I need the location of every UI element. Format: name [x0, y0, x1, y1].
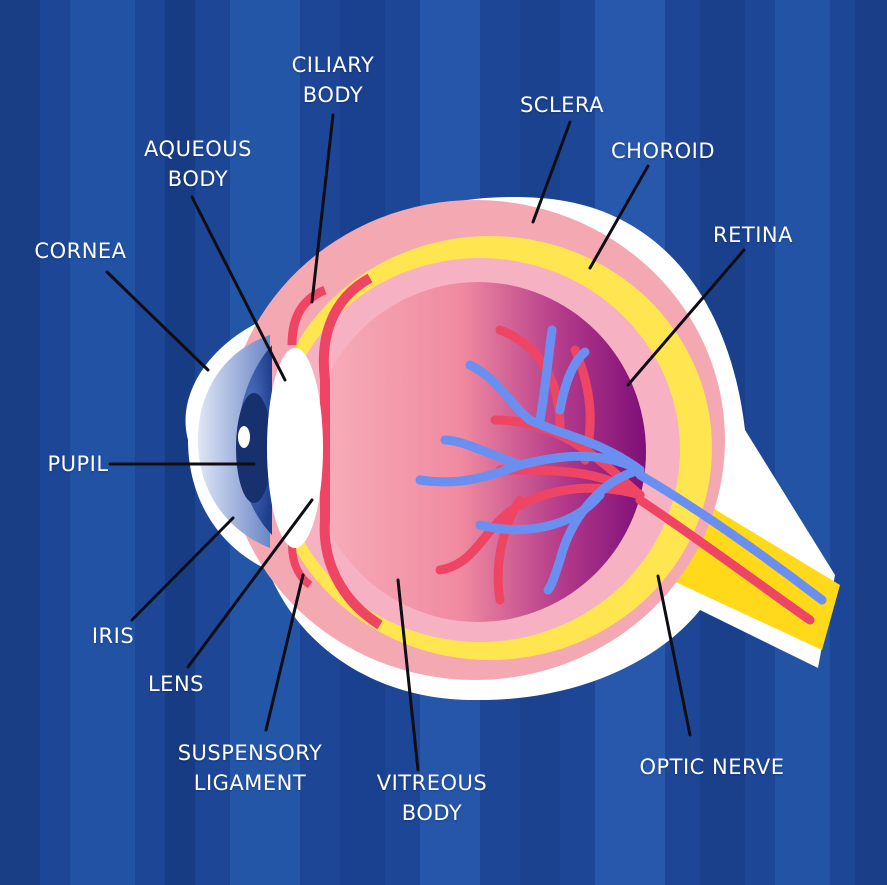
- lens: [267, 348, 323, 548]
- label-pupil: PUPIL: [47, 452, 109, 476]
- label-suspensory-ligament: SUSPENSORY LIGAMENT: [177, 741, 323, 795]
- label-choroid: CHOROID: [611, 139, 715, 163]
- ciliary-ring: [318, 273, 383, 630]
- retinal-vessels-blue: [415, 325, 827, 605]
- label-sclera: SCLERA: [519, 93, 605, 117]
- label-lens: LENS: [147, 672, 204, 696]
- label-retina: RETINA: [713, 223, 793, 247]
- leader-lines: [105, 113, 746, 772]
- label-vitreous-body: VITREOUS BODY: [376, 771, 488, 825]
- label-ciliary-body: CILIARY BODY: [291, 53, 375, 107]
- label-aqueous-body: AQUEOUS BODY: [144, 137, 252, 191]
- label-iris: IRIS: [91, 624, 135, 648]
- pupil: [236, 393, 272, 503]
- label-optic-nerve: OPTIC NERVE: [639, 755, 785, 779]
- label-cornea: CORNEA: [34, 239, 127, 263]
